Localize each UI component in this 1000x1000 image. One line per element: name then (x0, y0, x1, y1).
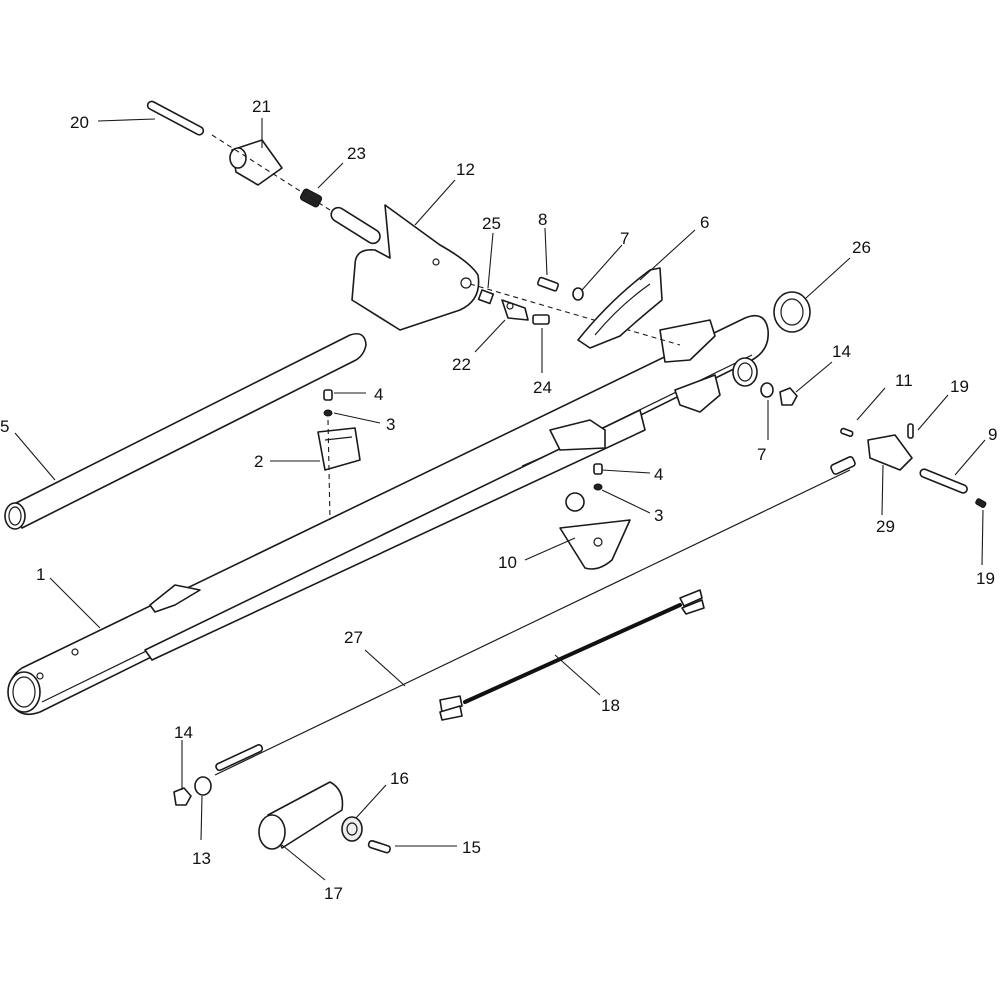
part-25-nut (477, 289, 495, 305)
part-6-segment-plate (577, 267, 663, 349)
part-22-link (501, 299, 529, 321)
part-21-knob (229, 139, 283, 186)
label-6: 6 (700, 213, 709, 232)
label-10: 10 (498, 553, 517, 572)
label-5: 5 (0, 417, 9, 436)
label-7-bottom: 7 (757, 445, 766, 464)
part-24-bolt (532, 314, 550, 325)
label-3-left: 3 (386, 415, 395, 434)
part-14-nut-left (173, 787, 192, 806)
label-14-left: 14 (174, 723, 193, 742)
part-13-washer (194, 776, 212, 796)
part-2-clip (317, 427, 361, 471)
label-29: 29 (876, 517, 895, 536)
part-7-washer (572, 287, 584, 301)
label-18: 18 (601, 696, 620, 715)
part-9-pin (919, 468, 968, 494)
part-3-washer-right (593, 483, 603, 491)
part-7-washer-right (760, 382, 774, 398)
label-14-right: 14 (832, 342, 851, 361)
label-15: 15 (462, 838, 481, 857)
label-7-top: 7 (620, 229, 629, 248)
label-11: 11 (895, 371, 913, 390)
label-17: 17 (324, 884, 343, 903)
label-24: 24 (533, 378, 552, 397)
label-21: 21 (252, 97, 271, 116)
leader-lines (14, 118, 986, 881)
label-20: 20 (70, 113, 89, 132)
part-18-wire (439, 589, 705, 721)
part-17-sleeve (258, 781, 344, 850)
part-27-cable (214, 456, 856, 776)
part-10-lever (559, 492, 631, 570)
part-16-grommet (341, 816, 363, 842)
label-25: 25 (482, 214, 501, 233)
part-4-screw-right (593, 463, 603, 475)
callout-labels: 1 2 3 4 5 6 7 8 9 10 11 12 13 14 14 15 1… (0, 97, 997, 903)
label-19-top: 19 (950, 377, 969, 396)
label-16: 16 (390, 769, 409, 788)
label-23: 23 (347, 144, 366, 163)
label-26: 26 (852, 238, 871, 257)
part-26-bushing (773, 291, 811, 333)
label-2: 2 (254, 452, 263, 471)
label-9: 9 (988, 425, 997, 444)
label-27: 27 (344, 628, 363, 647)
label-4-right: 4 (654, 465, 663, 484)
part-11-pin (840, 427, 854, 438)
label-19-bottom: 19 (976, 569, 995, 588)
part-1-main-tube (7, 314, 769, 716)
part-15-pin (367, 839, 391, 854)
part-3-washer-left (323, 409, 333, 417)
part-19-pin-bottom (975, 498, 987, 508)
part-14-nut-right (779, 387, 798, 406)
part-12-bracket (330, 204, 480, 331)
label-22: 22 (452, 355, 471, 374)
part-8-bolt (537, 276, 560, 292)
label-8: 8 (538, 210, 547, 229)
label-13: 13 (192, 849, 211, 868)
part-4-screw-left (323, 389, 333, 401)
part-5-tube (4, 332, 367, 530)
label-12: 12 (456, 160, 475, 179)
label-4-left: 4 (374, 385, 383, 404)
part-29-block (867, 434, 913, 471)
part-19-pin-top (907, 423, 914, 439)
label-1: 1 (36, 565, 45, 584)
label-3-right: 3 (654, 506, 663, 525)
part-20-pin (146, 100, 205, 136)
